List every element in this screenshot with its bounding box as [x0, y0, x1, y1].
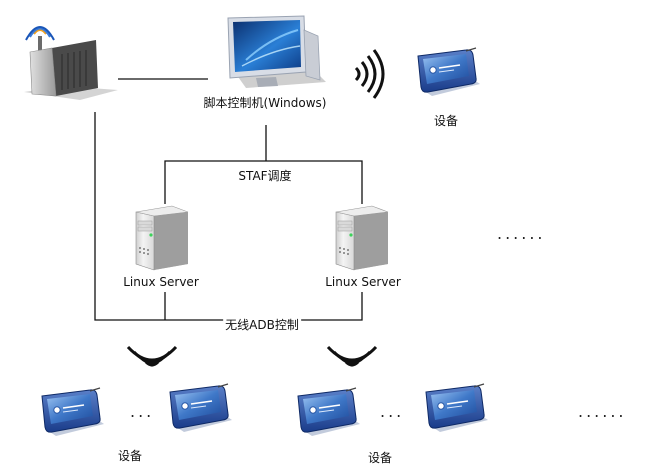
more-ellipsis-bottom-mid: ... [380, 402, 405, 421]
server-label-right: Linux Server [325, 275, 401, 289]
wireless-signal-icon [354, 49, 385, 99]
more-ellipsis-right: ...... [497, 224, 546, 243]
staf-label: STAF调度 [238, 169, 292, 183]
more-ellipsis-bottom-left: ... [130, 402, 155, 421]
wireless-signal-icon [126, 345, 178, 367]
device-label-bottom-left: 设备 [117, 449, 143, 463]
staf-bus-line [164, 160, 363, 204]
server-label-left: Linux Server [123, 275, 199, 289]
tablet-device-icon [425, 383, 489, 433]
wireless-signal-icon [326, 345, 378, 367]
device-label-top: 设备 [433, 114, 459, 128]
router-icon [24, 26, 118, 100]
tablet-device-icon [417, 47, 481, 97]
desktop-computer-icon [227, 15, 326, 88]
tablet-device-icon [41, 387, 105, 437]
tablet-device-icon [297, 387, 361, 437]
more-ellipsis-bottom-right: ...... [578, 402, 627, 421]
adb-label: 无线ADB控制 [223, 316, 301, 333]
server-tower-icon [335, 205, 389, 271]
tablet-device-icon [169, 383, 233, 433]
controller-label: 脚本控制机(Windows) [203, 96, 327, 110]
server-tower-icon [135, 205, 189, 271]
device-label-bottom-right: 设备 [367, 451, 393, 465]
